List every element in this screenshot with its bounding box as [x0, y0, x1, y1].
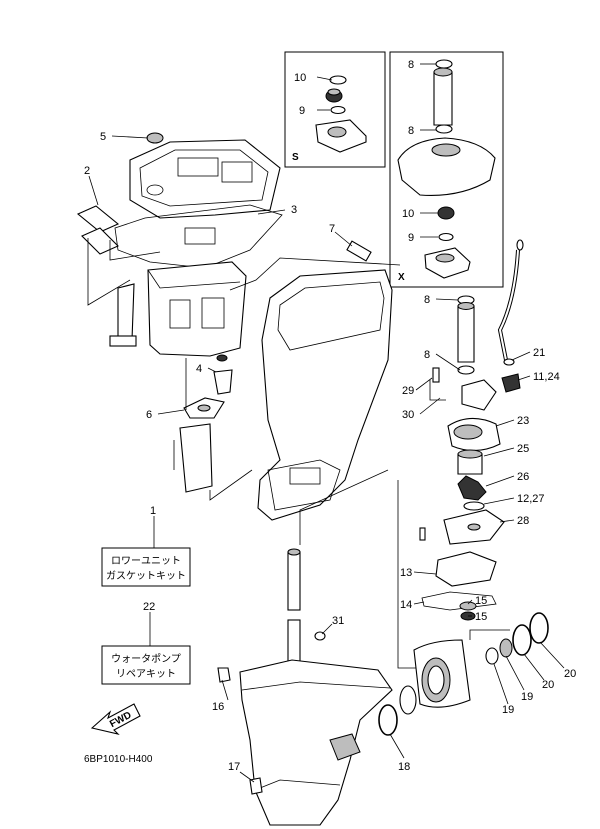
tube-guide-plate	[397, 137, 496, 196]
fwd-label: FWD	[108, 710, 133, 730]
callout: 6	[146, 409, 152, 421]
callout: 25	[517, 443, 529, 455]
callout: 11,24	[533, 371, 560, 383]
kit-label-line: ウォータポンプ	[111, 653, 181, 665]
kit-number: 22	[143, 601, 155, 613]
kit-label-line: ガスケットキット	[106, 570, 186, 582]
callout: 8	[424, 349, 430, 361]
kit-label-line: ロワーユニット	[111, 556, 181, 567]
callout: 31	[332, 615, 344, 627]
callout: 14	[400, 599, 412, 611]
o-ring-part	[438, 232, 454, 242]
callout: 23	[517, 415, 529, 427]
inset-x-callout: 8	[408, 125, 414, 137]
callout: 15	[475, 611, 487, 623]
drive-shaft-part	[287, 551, 301, 611]
callout: 8	[424, 294, 430, 306]
o-ring-part	[435, 59, 453, 69]
gasket-part	[76, 205, 120, 233]
o-ring-part	[435, 124, 453, 134]
inset-s-callout: 9	[299, 105, 305, 117]
kit-label-line: リペアキット	[116, 669, 176, 680]
inset-s-callout: 10	[294, 72, 306, 84]
exhaust-guide-assembly	[76, 132, 401, 501]
leader-lines	[88, 63, 565, 783]
callout: 7	[329, 223, 335, 235]
water-pipe-seal-housing	[424, 247, 471, 279]
inset-s: S	[284, 51, 386, 168]
callout: 5	[100, 131, 106, 143]
callout: 18	[398, 761, 410, 773]
water-pump-assembly	[299, 239, 524, 669]
callout: 12,27	[517, 493, 545, 505]
inset-x: X	[389, 51, 504, 288]
impeller-part	[457, 475, 487, 501]
seal-part	[437, 206, 455, 220]
callout: 17	[228, 761, 240, 773]
figure-code: 6BP1010-H400	[84, 754, 153, 765]
callout: 29	[402, 385, 414, 397]
kit-22: 22 ウォータポンプ リペアキット	[101, 601, 191, 685]
callout: 13	[400, 567, 412, 579]
callout: 2	[84, 165, 90, 177]
callout: 20	[542, 679, 554, 691]
lower-case-assembly	[217, 548, 549, 826]
fwd-arrow: FWD	[90, 703, 141, 735]
callout: 30	[402, 409, 414, 421]
inset-x-callout: 8	[408, 59, 414, 71]
callout: 28	[517, 515, 529, 527]
kit-number: 1	[150, 505, 156, 517]
washer-part	[146, 132, 164, 144]
o-ring-part	[512, 624, 532, 656]
inset-x-callout: 10	[402, 208, 414, 220]
callout: 3	[291, 204, 297, 216]
callout: 16	[212, 701, 224, 713]
grommet-part	[346, 240, 372, 262]
o-ring-part	[378, 704, 398, 736]
callout-numbers: 10 9 8 8 10 9 5 2 3 7 4 6 8 8 21 29 11,2…	[84, 59, 576, 773]
callout: 20	[564, 668, 576, 680]
inset-s-letter: S	[292, 152, 299, 163]
gasket-part	[114, 204, 283, 269]
callout: 19	[502, 704, 514, 716]
callout: 26	[517, 471, 529, 483]
oil-pan-part	[147, 261, 247, 357]
callout: 21	[533, 347, 545, 359]
kit-1: 1 ロワーユニット ガスケットキット	[101, 505, 191, 587]
filter-part	[213, 369, 233, 395]
upper-casing	[257, 240, 393, 521]
o-ring-part	[529, 612, 549, 644]
callout: 4	[196, 363, 202, 375]
inset-x-letter: X	[398, 272, 405, 283]
water-tube-part	[457, 305, 475, 363]
callout: 15	[475, 595, 487, 607]
o-ring-part	[330, 105, 346, 115]
inset-x-callout: 9	[408, 232, 414, 244]
water-tube-part	[433, 71, 453, 126]
callout: 19	[521, 691, 533, 703]
o-ring-part	[329, 75, 347, 85]
gasket-part	[421, 591, 497, 611]
